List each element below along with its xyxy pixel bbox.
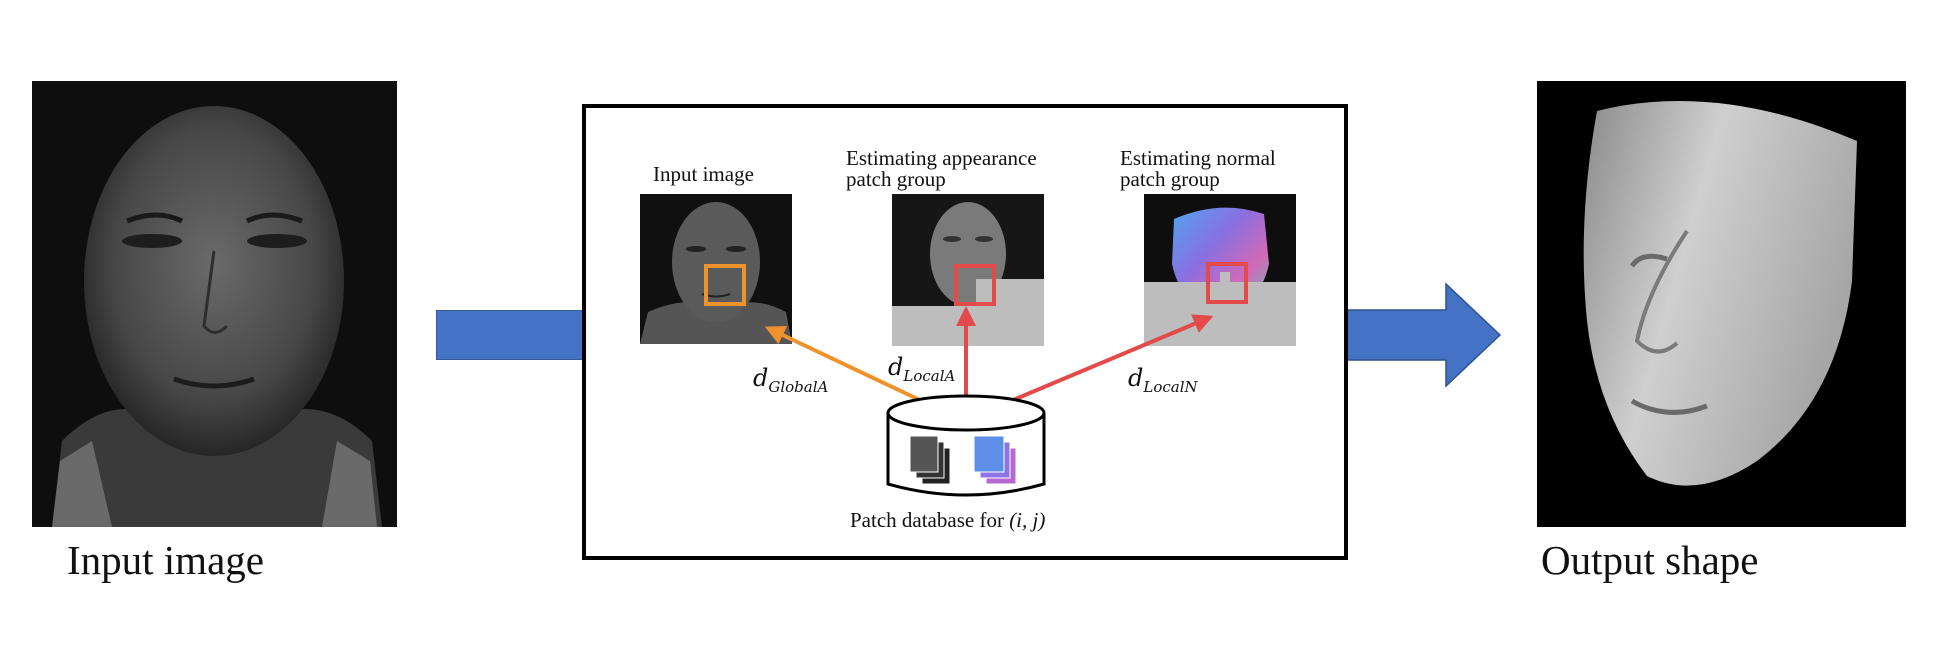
input-image-caption: Input image <box>67 537 264 583</box>
normal-thumb <box>1144 194 1296 346</box>
input-face-illustration <box>32 81 397 527</box>
flow-arrow-right <box>1346 282 1502 388</box>
output-shape-illustration <box>1537 81 1906 527</box>
label-d-local-n: dLocalN <box>1128 364 1198 396</box>
label-d-local-a: dLocalA <box>888 353 955 385</box>
d-local-a-subscript: LocalA <box>903 367 956 385</box>
d-global-symbol: d <box>753 364 769 392</box>
database-label: Patch database for (i, j) <box>850 508 1045 533</box>
label-d-global-a: dGlobalA <box>753 364 828 396</box>
pane-title-input: Input image <box>653 162 754 186</box>
input-thumb <box>640 194 792 344</box>
arrow-global-a <box>764 326 927 405</box>
arrow-shaft-left <box>436 310 584 360</box>
appearance-patch-box <box>954 264 996 306</box>
database-label-text: Patch database for <box>850 508 1004 532</box>
arrow-local-n <box>1005 314 1214 405</box>
method-panel: Input image Estimating appearance patch … <box>582 104 1348 560</box>
output-shape-caption: Output shape <box>1541 537 1759 583</box>
input-face-photo <box>32 81 397 527</box>
pane-title-normal: Estimating normal patch group <box>1120 146 1276 191</box>
d-local-n-subscript: LocalN <box>1143 378 1198 396</box>
normal-patch-box <box>1206 262 1248 304</box>
output-shape-render <box>1537 81 1906 527</box>
flow-arrow-left <box>436 310 584 360</box>
d-global-subscript: GlobalA <box>768 378 829 396</box>
input-patch-box <box>704 264 746 306</box>
d-local-a-symbol: d <box>888 353 904 381</box>
pane-title-appearance: Estimating appearance patch group <box>846 146 1037 191</box>
arrow-head-right <box>1346 282 1502 388</box>
database-cylinder-icon <box>886 394 1046 497</box>
database-index: (i, j) <box>1009 508 1046 532</box>
input-thumb-face <box>640 194 792 344</box>
database-arrows <box>764 306 1214 497</box>
d-local-n-symbol: d <box>1128 364 1144 392</box>
